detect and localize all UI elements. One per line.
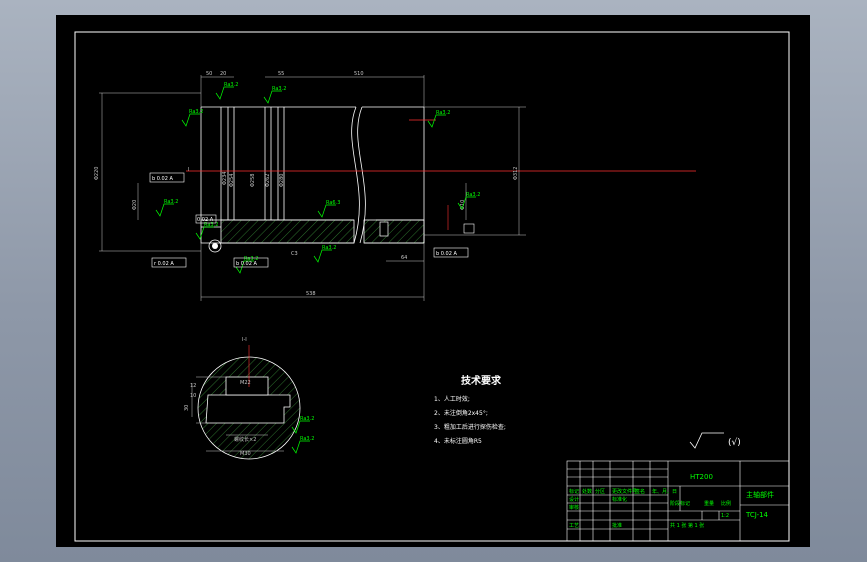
tb-drawing-no: TCJ-14 — [745, 511, 769, 519]
dim-510: 510 — [354, 71, 364, 77]
dim-a4: Φ262 — [265, 174, 271, 187]
tolerance-frames — [149, 172, 475, 268]
ra-4: Ra3.2 — [436, 110, 450, 116]
dim-left-small: Φ20 — [132, 200, 138, 210]
ra-1: Ra3.2 — [189, 109, 203, 115]
ra-2: Ra3.2 — [224, 82, 238, 88]
dim-right-312: Φ312 — [513, 167, 519, 180]
section-hatch-left — [220, 219, 355, 244]
detail-h: 12 — [190, 383, 196, 389]
tb-approve: 批准 — [612, 522, 622, 529]
drawing-sheet: 50 20 55 510 Φ220 Φ20 538 Φ312 Φ10 64 Φ2… — [56, 15, 810, 547]
tb-std: 标准化 — [612, 496, 627, 503]
ra-7: Ra3.2 — [204, 222, 218, 228]
detail-view — [191, 345, 301, 460]
dim-c3: C3 — [291, 251, 298, 257]
tb-mark: 标记 — [569, 488, 579, 495]
tb-date: 年、月、日 — [652, 488, 677, 495]
section-label-i: I — [188, 167, 189, 173]
tb-check: 审核 — [569, 504, 579, 511]
dim-50: 50 — [206, 71, 212, 77]
dim-a5: Φ280 — [279, 174, 285, 187]
detail-m30: M30 — [240, 451, 251, 457]
detail-h2: 10 — [190, 393, 196, 399]
dim-55: 55 — [278, 71, 284, 77]
dimension-lines — [99, 75, 526, 301]
tb-material: HT200 — [690, 473, 713, 481]
break-line-1 — [351, 106, 360, 244]
ra-9: Ra3.2 — [466, 192, 480, 198]
tb-scale-value: 1:2 — [721, 513, 729, 519]
tol-4: b 0.02 A — [236, 261, 257, 267]
detail-center — [212, 243, 218, 249]
detail-left: 30 — [184, 405, 190, 411]
tb-sheet: 共 1 张 第 1 张 — [670, 522, 704, 529]
cad-drawing: 50 20 55 510 Φ220 Φ20 538 Φ312 Φ10 64 Φ2… — [74, 31, 790, 542]
tol-3: b 0.02 A — [436, 251, 457, 257]
dim-538: 538 — [306, 291, 316, 297]
ra-6: Ra6.3 — [326, 200, 340, 206]
tech-item-3: 3、粗加工后进行探伤检查; — [434, 423, 506, 431]
tech-item-2: 2、未注倒角2x45°; — [434, 409, 488, 417]
dim-left: Φ220 — [94, 167, 100, 180]
keyway — [379, 221, 389, 237]
dim-20: 20 — [220, 71, 226, 77]
tech-item-1: 1、人工时效; — [434, 395, 470, 403]
tol-2: r 0.02 A — [154, 261, 174, 267]
tb-design: 设计 — [569, 496, 579, 503]
title-block — [566, 460, 790, 542]
inner-frame — [74, 31, 790, 542]
detail-bottom: 螺纹长×2 — [234, 436, 256, 443]
dim-a3: Φ258 — [250, 174, 256, 187]
main-view — [200, 106, 425, 244]
dim-64: 64 — [401, 255, 407, 261]
tech-item-4: 4、未标注圆角R5 — [434, 437, 482, 445]
detail-circle-i — [208, 239, 222, 253]
tb-scale: 比例 — [721, 500, 731, 507]
roughness-marks — [155, 86, 476, 274]
ra-8: Ra3.2 — [322, 245, 336, 251]
section-hatch-right — [363, 219, 425, 244]
dim-a1: Φ234 — [222, 172, 228, 185]
detail-m22: M22 — [240, 380, 251, 386]
tol-1: b 0.02 A — [152, 176, 173, 182]
detail-title: I-I — [242, 337, 247, 343]
dim-a2: Φ254 — [229, 174, 235, 187]
ra-3: Ra3.2 — [272, 86, 286, 92]
tb-zone: 分区 — [595, 488, 605, 495]
ra-11: Ra3.2 — [300, 416, 314, 422]
general-roughness-symbol — [689, 432, 724, 449]
tol-5: 0.02 A — [197, 217, 214, 223]
tb-change: 更改文件号 — [612, 488, 637, 495]
tb-stage: 阶段标记 — [670, 500, 690, 507]
ra-5: Ra3.2 — [164, 199, 178, 205]
dim-right-10: Φ10 — [460, 200, 466, 210]
general-roughness-text: (√) — [728, 437, 741, 448]
ra-10: Ra3.2 — [244, 256, 258, 262]
tb-count: 处数 — [582, 488, 592, 495]
tb-name: 主轴部件 — [746, 490, 774, 499]
ra-12: Ra3.2 — [300, 436, 314, 442]
tb-sign: 签名 — [635, 488, 645, 495]
tb-process: 工艺 — [569, 523, 579, 529]
tb-weight: 重量 — [704, 500, 714, 507]
tech-title: 技术要求 — [461, 374, 502, 387]
